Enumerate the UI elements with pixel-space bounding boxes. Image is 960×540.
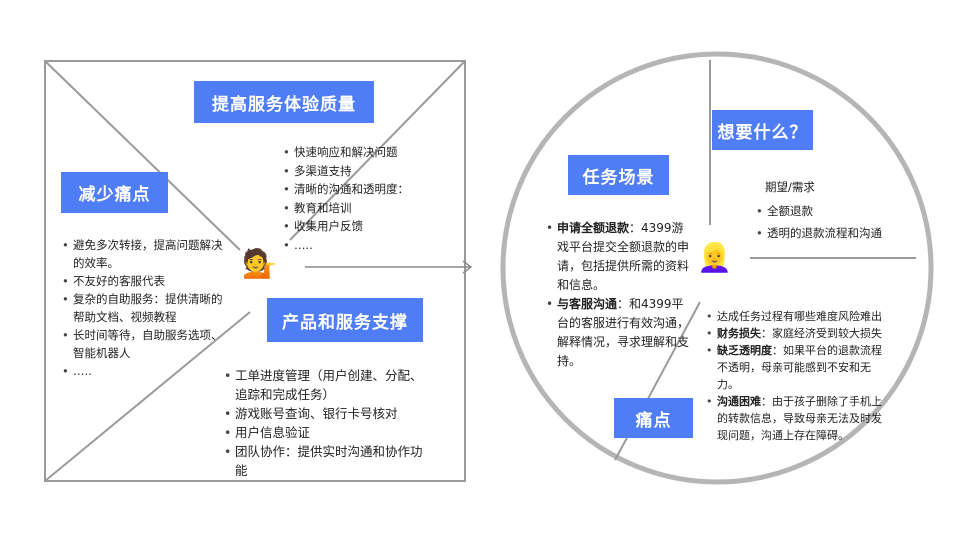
reduce-pain-list: 避免多次转接，提高问题解决的效率。不友好的客服代表复杂的自助服务：提供清晰的帮助…	[62, 236, 230, 380]
title-reduce-pain: 减少痛点	[61, 172, 168, 213]
list-item: 不友好的客服代表	[62, 272, 230, 290]
title-pain-points: 痛点	[614, 398, 693, 438]
list-item: 透明的退款流程和沟通	[756, 222, 906, 244]
want-list: 全额退款透明的退款流程和沟通	[756, 200, 906, 244]
list-item: 工单进度管理（用户创建、分配、追踪和完成任务）	[224, 366, 424, 404]
list-item: 与客服沟通：和4399平台的客服进行有效沟通，解释情况，寻求理解和支持。	[546, 295, 691, 371]
list-item: 全额退款	[756, 200, 906, 222]
person-tipping-hand-icon: 💁	[242, 247, 277, 280]
item-label: 财务损失	[717, 327, 761, 340]
item-label: 沟通困难	[717, 395, 761, 408]
arrow-head	[462, 260, 473, 274]
list-item: …..	[62, 362, 230, 380]
list-item: 游戏账号查询、银行卡号核对	[224, 404, 424, 423]
item-text: 达成任务过程有哪些难度风险难出	[717, 310, 882, 323]
list-item: 长时间等待，自助服务选项、智能机器人	[62, 326, 230, 362]
title-what-want: 想要什么？	[712, 110, 813, 150]
item-label: 缺乏透明度	[717, 344, 772, 357]
title-task-scene: 任务场景	[568, 155, 669, 195]
list-item: 收集用户反馈	[283, 217, 458, 236]
left-diagonal-upper	[44, 60, 241, 251]
list-item: 用户信息验证	[224, 423, 424, 442]
title-improve-service: 提高服务体验质量	[194, 81, 374, 123]
task-scene-list: 申请全额退款：4399游戏平台提交全额退款的申请，包括提供所需的资料和信息。与客…	[546, 219, 691, 371]
list-item: 沟通困难：由于孩子删除了手机上的转款信息，导致母亲无法及时发现问题，沟通上存在障…	[706, 393, 891, 444]
list-item: 申请全额退款：4399游戏平台提交全额退款的申请，包括提供所需的资料和信息。	[546, 219, 691, 295]
item-label: 申请全额退款	[557, 221, 630, 235]
list-item: 财务损失：家庭经济受到较大损失	[706, 325, 891, 342]
item-label: 与客服沟通	[557, 297, 618, 311]
list-item: 清晰的沟通和透明度：	[283, 180, 458, 199]
item-text: ：家庭经济受到较大损失	[761, 327, 882, 340]
list-item: …..	[283, 236, 458, 255]
item-text: ：和4399平台的客服进行有效沟通，解释情况，寻求理解和支持。	[557, 297, 690, 368]
blond-woman-icon: 👱‍♀️	[697, 241, 732, 274]
product-support-list: 工单进度管理（用户创建、分配、追踪和完成任务）游戏账号查询、银行卡号核对用户信息…	[224, 366, 424, 480]
item-text: ：4399游戏平台提交全额退款的申请，包括提供所需的资料和信息。	[557, 221, 690, 292]
pain-points-list: 达成任务过程有哪些难度风险难出财务损失：家庭经济受到较大损失缺乏透明度：如果平台…	[706, 308, 891, 444]
list-item: 多渠道支持	[283, 162, 458, 181]
list-item: 达成任务过程有哪些难度风险难出	[706, 308, 891, 325]
list-item: 快速响应和解决问题	[283, 143, 458, 162]
list-item: 团队协作：提供实时沟通和协作功能	[224, 442, 424, 480]
item-text: ：如果平台的退款流程不透明，母亲可能感到不安和无力。	[717, 344, 882, 391]
item-text: ：由于孩子删除了手机上的转款信息，导致母亲无法及时发现问题，沟通上存在障碍。	[717, 395, 882, 442]
list-item: 避免多次转接，提高问题解决的效率。	[62, 236, 230, 272]
improve-service-list: 快速响应和解决问题多渠道支持清晰的沟通和透明度：教育和培训收集用户反馈…..	[283, 143, 458, 254]
list-item: 教育和培训	[283, 199, 458, 218]
list-item: 复杂的自助服务：提供清晰的帮助文档、视频教程	[62, 290, 230, 326]
list-item: 缺乏透明度：如果平台的退款流程不透明，母亲可能感到不安和无力。	[706, 342, 891, 393]
title-product-support: 产品和服务支撑	[267, 298, 423, 342]
want-heading: 期望/需求	[765, 180, 815, 194]
